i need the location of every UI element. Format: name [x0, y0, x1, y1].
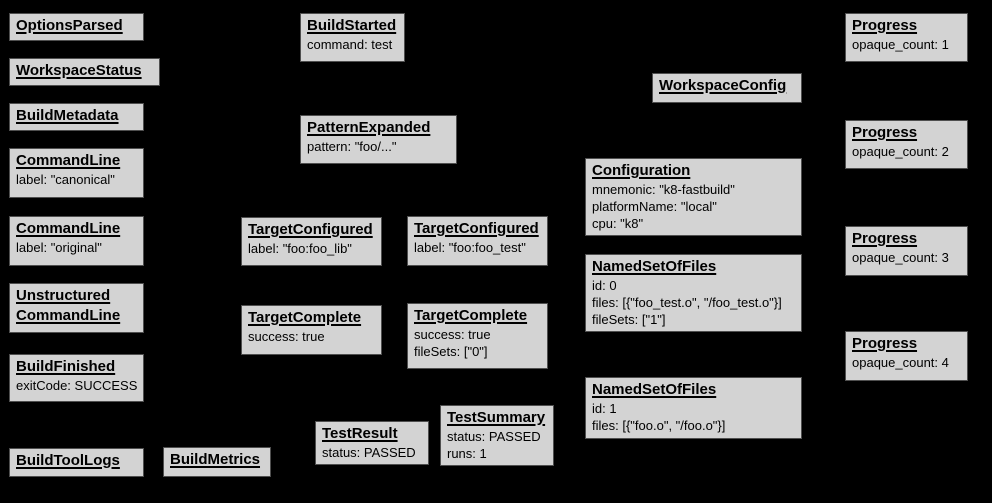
event-field: status: PASSED	[322, 445, 416, 460]
event-title: PatternExpanded	[307, 119, 431, 136]
event-node-options-parsed: OptionsParsed	[9, 13, 144, 41]
event-title: Progress	[852, 17, 918, 34]
event-node-configuration: Configuration mnemonic: "k8-fastbuild" p…	[585, 158, 802, 236]
event-node-target-configured-foo-lib: TargetConfigured label: "foo:foo_lib"	[241, 217, 382, 266]
event-node-progress-1: Progress opaque_count: 1	[845, 13, 968, 62]
event-node-unstructured-command-line: Unstructured CommandLine	[9, 283, 144, 333]
event-title: Progress	[852, 124, 918, 141]
event-field: runs: 1	[447, 446, 487, 461]
event-field: success: true	[248, 329, 325, 344]
event-node-workspace-config: WorkspaceConfig	[652, 73, 802, 103]
event-title: CommandLine	[16, 152, 121, 169]
event-title: WorkspaceStatus	[16, 62, 142, 79]
event-title: TargetConfigured	[248, 221, 373, 238]
event-node-pattern-expanded: PatternExpanded pattern: "foo/..."	[300, 115, 457, 164]
event-title: TargetComplete	[248, 309, 362, 326]
event-title: OptionsParsed	[16, 17, 123, 34]
event-field: label: "original"	[16, 240, 102, 255]
event-title: TestResult	[322, 425, 398, 442]
event-title: Progress	[852, 335, 918, 352]
event-field: opaque_count: 1	[852, 37, 949, 52]
event-node-build-finished: BuildFinished exitCode: SUCCESS	[9, 354, 144, 402]
event-node-command-line-original: CommandLine label: "original"	[9, 216, 144, 266]
event-title: Configuration	[592, 162, 691, 179]
event-title: CommandLine	[16, 220, 121, 237]
event-field: id: 0	[592, 278, 617, 293]
event-field: success: true	[414, 327, 491, 342]
event-field: opaque_count: 4	[852, 355, 949, 370]
event-title: NamedSetOfFiles	[592, 381, 717, 398]
event-node-test-result: TestResult status: PASSED	[315, 421, 429, 465]
event-field: files: [{"foo_test.o", "/foo_test.o"}]	[592, 295, 782, 310]
event-title: TargetComplete	[414, 307, 528, 324]
event-field: files: [{"foo.o", "/foo.o"}]	[592, 418, 726, 433]
event-title: Progress	[852, 230, 918, 247]
event-node-build-metrics: BuildMetrics	[163, 447, 271, 477]
event-field: opaque_count: 2	[852, 144, 949, 159]
event-title: NamedSetOfFiles	[592, 258, 717, 275]
event-title: TargetConfigured	[414, 220, 539, 237]
event-title: BuildFinished	[16, 358, 116, 375]
event-node-progress-4: Progress opaque_count: 4	[845, 331, 968, 381]
event-title: BuildToolLogs	[16, 452, 120, 469]
event-field: fileSets: ["1"]	[592, 312, 666, 327]
event-node-build-metadata: BuildMetadata	[9, 103, 144, 131]
event-field: opaque_count: 3	[852, 250, 949, 265]
event-field: mnemonic: "k8-fastbuild"	[592, 182, 735, 197]
event-node-target-complete-foo-test: TargetComplete success: true fileSets: […	[407, 303, 548, 369]
event-node-target-complete-foo-lib: TargetComplete success: true	[241, 305, 382, 355]
event-field: label: "foo:foo_test"	[414, 240, 526, 255]
event-field: label: "canonical"	[16, 172, 115, 187]
event-title-line2: CommandLine	[16, 307, 121, 324]
event-node-test-summary: TestSummary status: PASSED runs: 1	[440, 405, 554, 466]
event-title: TestSummary	[447, 409, 546, 426]
event-field: fileSets: ["0"]	[414, 344, 488, 359]
event-node-build-tool-logs: BuildToolLogs	[9, 448, 144, 477]
event-field: status: PASSED	[447, 429, 541, 444]
event-field: exitCode: SUCCESS	[16, 378, 138, 393]
event-node-workspace-status: WorkspaceStatus	[9, 58, 160, 86]
event-title: BuildMetadata	[16, 107, 119, 124]
event-field: pattern: "foo/..."	[307, 139, 397, 154]
event-field: platformName: "local"	[592, 199, 717, 214]
event-node-progress-3: Progress opaque_count: 3	[845, 226, 968, 276]
event-title: BuildStarted	[307, 17, 397, 34]
event-title: WorkspaceConfig	[659, 77, 787, 94]
event-field: id: 1	[592, 401, 617, 416]
event-node-target-configured-foo-test: TargetConfigured label: "foo:foo_test"	[407, 216, 548, 266]
event-title: Unstructured	[16, 287, 111, 304]
event-node-command-line-canonical: CommandLine label: "canonical"	[9, 148, 144, 198]
event-node-build-started: BuildStarted command: test	[300, 13, 405, 62]
event-field: label: "foo:foo_lib"	[248, 241, 352, 256]
event-field: command: test	[307, 37, 393, 52]
event-field: cpu: "k8"	[592, 216, 644, 231]
event-node-named-set-of-files-0: NamedSetOfFiles id: 0 files: [{"foo_test…	[585, 254, 802, 332]
event-node-named-set-of-files-1: NamedSetOfFiles id: 1 files: [{"foo.o", …	[585, 377, 802, 439]
event-title: BuildMetrics	[170, 451, 261, 468]
event-node-progress-2: Progress opaque_count: 2	[845, 120, 968, 169]
